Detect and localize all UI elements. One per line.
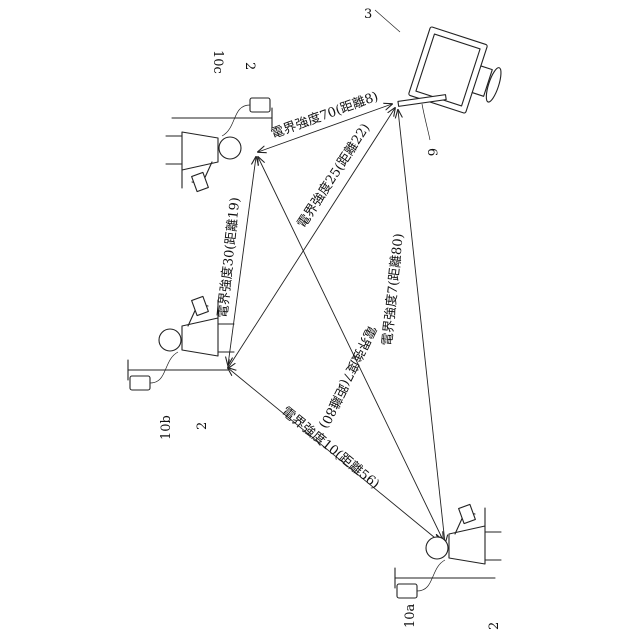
patient-a-ref: 10a — [403, 603, 418, 628]
patient-a-device-ref: 2 — [487, 622, 502, 630]
link-a-monitor-label: 電界強度7(距離80) — [379, 233, 407, 347]
monitor-ref: 3 — [364, 7, 372, 22]
monitor-illustration — [375, 10, 510, 140]
patient-c-ref: 10c — [210, 50, 225, 74]
patient-c-illustration — [166, 98, 272, 192]
link-a-monitor-line — [398, 110, 445, 543]
patient-c-device-ref: 2 — [242, 62, 257, 70]
monitor-base-ref: 6 — [424, 148, 439, 156]
link-c-b-label: 電界強度30(距離19) — [215, 196, 244, 318]
patient-b-ref: 10b — [159, 415, 174, 440]
link-c-a-line — [258, 157, 443, 540]
patient-b-device-ref: 2 — [195, 422, 210, 430]
link-c-a-label: 電界強度7(距離80) — [316, 322, 380, 431]
link-b-monitor-label: 電界強度25(距離22) — [294, 121, 373, 231]
